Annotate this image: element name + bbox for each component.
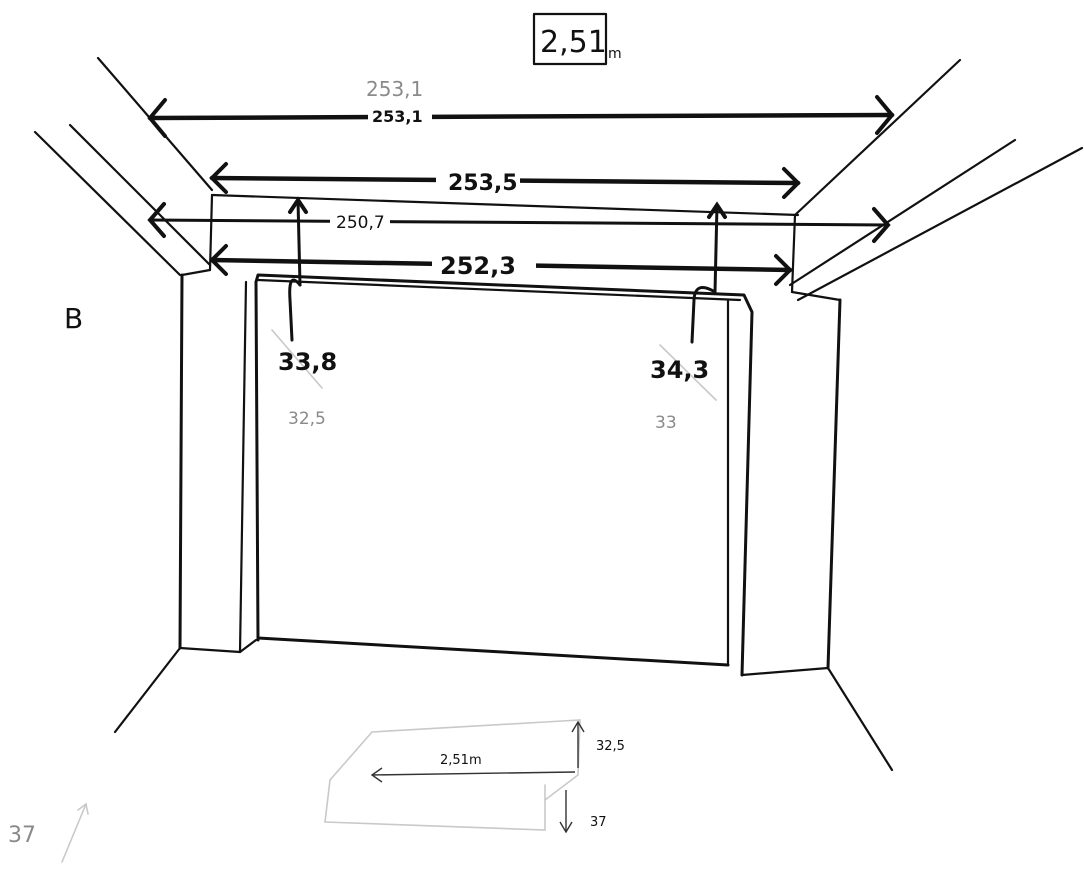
top-width-ink: 253,1 <box>372 107 423 126</box>
right-drop-pencil: 33 <box>655 413 677 433</box>
dimension-middle: 250,7 <box>147 202 891 243</box>
ceiling-structure <box>33 56 1084 302</box>
beam-sketch: 2,51m 32,5 37 <box>324 719 625 834</box>
wall-outline <box>113 273 894 772</box>
ceiling-back-width: 253,5 <box>448 171 518 196</box>
corner-note: 37 <box>8 802 89 863</box>
title-box-value: 2,51 <box>540 25 607 60</box>
label-b: B <box>64 302 83 335</box>
dimension-lower: 252,3 <box>209 244 793 286</box>
left-drop-pencil: 32,5 <box>288 409 326 429</box>
lower-width: 252,3 <box>440 252 516 280</box>
beam-height: 32,5 <box>596 739 625 754</box>
title-box: 2,51 m <box>532 12 622 66</box>
drop-left: 33,8 32,5 <box>271 196 337 429</box>
corner-note-value: 37 <box>8 823 36 848</box>
dimension-top: 253,1 253,1 <box>147 77 895 138</box>
top-width-pencil: 253,1 <box>366 77 423 101</box>
title-box-unit: m <box>608 46 622 62</box>
beam-depth: 37 <box>590 815 607 830</box>
right-drop: 34,3 <box>650 356 709 384</box>
drop-right: 34,3 33 <box>650 201 727 433</box>
middle-width: 250,7 <box>336 213 385 233</box>
beam-length: 2,51m <box>440 753 482 768</box>
left-drop: 33,8 <box>278 348 337 376</box>
dimension-ceiling-back: 253,5 <box>209 162 801 199</box>
